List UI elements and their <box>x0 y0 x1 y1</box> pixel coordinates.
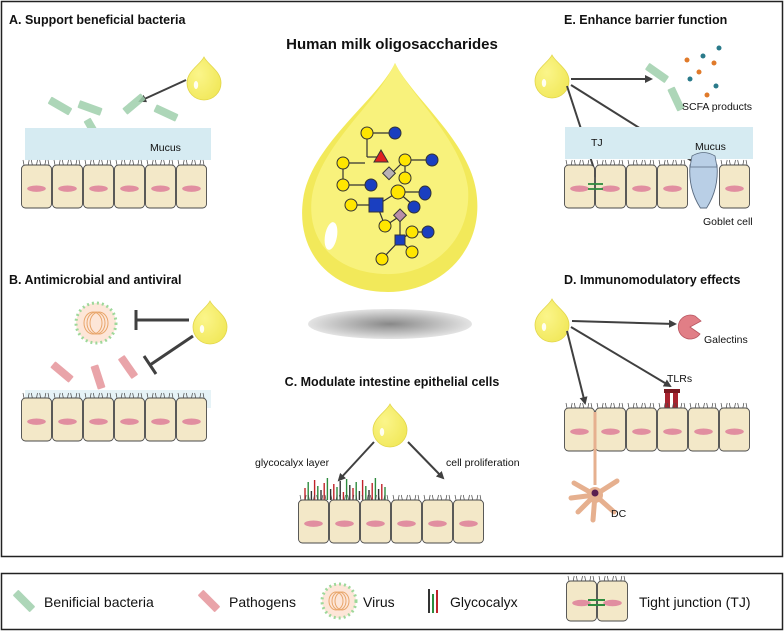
hmo-drop <box>302 63 478 339</box>
tj-label: TJ <box>591 137 603 149</box>
mucus-label: Mucus <box>150 142 181 154</box>
epithelium-d <box>564 402 750 452</box>
mucus-label: Mucus <box>695 141 726 153</box>
dendritic-cell-icon <box>568 412 620 523</box>
cell-nucleus <box>151 418 170 425</box>
cell-nucleus <box>397 520 416 527</box>
epithelium-c <box>298 494 484 544</box>
cell-nucleus <box>570 428 589 435</box>
cell-nucleus <box>601 428 620 435</box>
epithelium-b <box>21 392 207 442</box>
legend-virus: Virus <box>363 594 395 610</box>
drop-shadow <box>308 309 472 339</box>
glycocalyx-layer <box>304 478 386 500</box>
mucus-layer <box>565 127 753 159</box>
tight-junction-legend-cells <box>566 575 628 622</box>
legend-tight-junction: Tight junction (TJ) <box>639 594 751 610</box>
panel-b-heading: B. Antimicrobial and antiviral <box>9 273 182 287</box>
tlr-icon <box>664 389 680 409</box>
arrow-icon <box>570 326 672 388</box>
cell-nucleus <box>182 185 201 192</box>
cell-nucleus <box>120 185 139 192</box>
panel-d: D. Immunomodulatory effects Galectins TL… <box>534 273 750 523</box>
arrow-icon <box>571 319 677 328</box>
goblet-cell-label: Goblet cell <box>703 216 753 228</box>
page-title: Human milk oligosaccharides <box>286 36 498 53</box>
legend-frame <box>0 572 784 631</box>
cell-nucleus <box>663 185 682 192</box>
panel-b: B. Antimicrobial and antiviral <box>9 273 228 442</box>
panel-d-heading: D. Immunomodulatory effects <box>564 273 740 287</box>
inhibit-icon <box>142 334 194 375</box>
tlrs-label: TLRs <box>667 373 692 385</box>
glycocalyx-icon <box>428 589 438 613</box>
cell-nucleus <box>570 185 589 192</box>
legend: Benificial bacteria Pathogens Virus Glyc… <box>12 575 751 622</box>
legend-glycocalyx: Glycocalyx <box>450 594 518 610</box>
panel-e: E. Enhance barrier function SCFA product… <box>534 13 753 228</box>
cell-nucleus <box>27 185 46 192</box>
cell-nucleus <box>151 185 170 192</box>
cell-nucleus <box>459 520 478 527</box>
virus-icon <box>320 582 358 620</box>
cell-proliferation-label: cell proliferation <box>446 457 520 469</box>
panel-a: A. Support beneficial bacteria Mucus <box>9 13 222 209</box>
legend-pathogens: Pathogens <box>229 594 296 610</box>
cell-nucleus <box>120 418 139 425</box>
inhibit-icon <box>134 310 189 330</box>
legend-bacteria: Benificial bacteria <box>44 594 154 610</box>
cell-nucleus <box>182 418 201 425</box>
epithelium-e <box>564 152 750 209</box>
cell-nucleus <box>572 599 591 607</box>
cell-nucleus <box>366 520 385 527</box>
scfa-particles <box>684 45 722 98</box>
cell-nucleus <box>428 520 447 527</box>
cell-nucleus <box>632 185 651 192</box>
dc-label: DC <box>611 508 627 520</box>
cell-nucleus <box>89 418 108 425</box>
tight-junction-icon <box>588 183 603 190</box>
panel-e-heading: E. Enhance barrier function <box>564 13 727 27</box>
epithelium-a <box>21 159 207 209</box>
cell-nucleus <box>632 428 651 435</box>
galectin-icon <box>677 314 702 340</box>
scfa-label: SCFA products <box>682 101 752 113</box>
arrow-icon <box>407 441 445 480</box>
cell-nucleus <box>58 185 77 192</box>
cell-nucleus <box>663 428 682 435</box>
mucus-layer <box>25 128 211 160</box>
panel-c: C. Modulate intestine epithelial cells g… <box>255 375 520 544</box>
cell-nucleus <box>725 428 744 435</box>
tight-junction-icon <box>588 599 605 606</box>
goblet-cell-icon <box>689 164 718 209</box>
monosaccharide-symbols <box>336 126 439 266</box>
galectins-label: Galectins <box>704 334 748 346</box>
cell-nucleus <box>725 185 744 192</box>
cell-nucleus <box>335 520 354 527</box>
glycocalyx-layer-label: glycocalyx layer <box>255 457 330 469</box>
panel-c-heading: C. Modulate intestine epithelial cells <box>285 375 500 389</box>
cell-nucleus <box>27 418 46 425</box>
cell-nucleus <box>89 185 108 192</box>
virus-icon <box>74 301 118 345</box>
cell-nucleus <box>694 428 713 435</box>
arrow-icon <box>566 330 588 405</box>
arrow-icon <box>337 441 375 482</box>
arrow-icon <box>138 79 187 103</box>
cell-nucleus <box>603 599 622 607</box>
cell-nucleus <box>58 418 77 425</box>
panel-a-heading: A. Support beneficial bacteria <box>9 13 186 27</box>
cell-nucleus <box>601 185 620 192</box>
cell-nucleus <box>304 520 323 527</box>
